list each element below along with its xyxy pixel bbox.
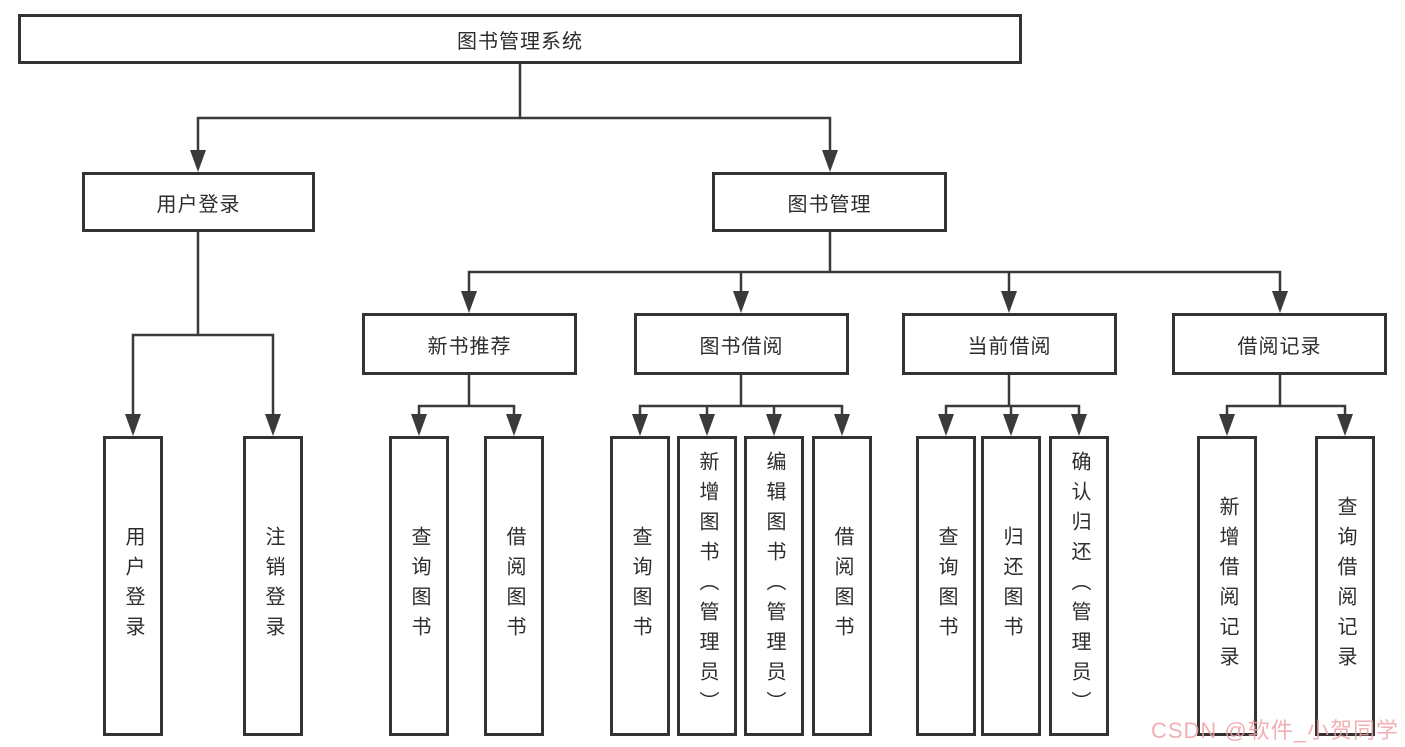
node-new-book-recommend: 新书推荐: [362, 313, 577, 375]
node-bb-borrow-books: 借阅图书: [812, 436, 872, 736]
node-label: 编辑图书（管理员）: [763, 451, 785, 721]
arrow-down-icon: [506, 414, 522, 436]
node-label: 查询图书: [935, 526, 957, 646]
node-label: 新增借阅记录: [1216, 496, 1238, 676]
node-book-management: 图书管理: [712, 172, 947, 232]
node-label: 用户登录: [122, 526, 144, 646]
node-nb-query-books: 查询图书: [389, 436, 449, 736]
node-label: 查询图书: [629, 526, 651, 646]
arrow-down-icon: [411, 414, 427, 436]
node-br-query-record: 查询借阅记录: [1315, 436, 1375, 736]
node-label: 注销登录: [262, 526, 284, 646]
arrow-down-icon: [766, 414, 782, 436]
arrow-down-icon: [1071, 414, 1087, 436]
arrow-down-icon: [125, 414, 141, 436]
watermark: CSDN @软件_小贺同学: [1150, 718, 1399, 743]
arrow-down-icon: [1219, 414, 1235, 436]
arrow-down-icon: [461, 291, 477, 313]
arrow-down-icon: [822, 150, 838, 172]
arrow-down-icon: [938, 414, 954, 436]
node-label: 图书管理系统: [457, 30, 583, 53]
node-label: 新增图书（管理员）: [696, 451, 718, 721]
arrow-down-icon: [632, 414, 648, 436]
node-logout: 注销登录: [243, 436, 303, 736]
node-label: 新书推荐: [427, 335, 512, 358]
node-user-login: 用户登录: [103, 436, 163, 736]
node-label: 确认归还（管理员）: [1068, 451, 1090, 721]
node-bb-query-books: 查询图书: [610, 436, 670, 736]
arrow-down-icon: [265, 414, 281, 436]
arrow-down-icon: [699, 414, 715, 436]
node-br-add-record: 新增借阅记录: [1197, 436, 1257, 736]
node-label: 图书管理: [787, 193, 872, 216]
arrow-down-icon: [834, 414, 850, 436]
node-cb-query-books: 查询图书: [916, 436, 976, 736]
node-label: 借阅记录: [1237, 335, 1322, 358]
arrow-down-icon: [1272, 291, 1288, 313]
node-bb-edit-books-admin: 编辑图书（管理员）: [744, 436, 804, 736]
node-label: 用户登录: [156, 193, 241, 216]
node-label: 图书借阅: [699, 335, 784, 358]
node-label: 查询借阅记录: [1334, 496, 1356, 676]
node-book-borrow: 图书借阅: [634, 313, 849, 375]
node-label: 查询图书: [408, 526, 430, 646]
node-cb-return-books: 归还图书: [981, 436, 1041, 736]
arrow-down-icon: [1337, 414, 1353, 436]
arrow-down-icon: [1001, 291, 1017, 313]
arrow-down-icon: [733, 291, 749, 313]
arrow-down-icon: [1003, 414, 1019, 436]
node-current-borrow: 当前借阅: [902, 313, 1117, 375]
node-cb-confirm-return-admin: 确认归还（管理员）: [1049, 436, 1109, 736]
node-nb-borrow-books: 借阅图书: [484, 436, 544, 736]
node-book-management-system: 图书管理系统: [18, 14, 1022, 64]
node-label: 借阅图书: [831, 526, 853, 646]
node-borrow-records: 借阅记录: [1172, 313, 1387, 375]
node-user-login-branch: 用户登录: [82, 172, 315, 232]
arrow-down-icon: [190, 150, 206, 172]
node-bb-add-books-admin: 新增图书（管理员）: [677, 436, 737, 736]
node-label: 归还图书: [1000, 526, 1022, 646]
node-label: 借阅图书: [503, 526, 525, 646]
node-label: 当前借阅: [967, 335, 1052, 358]
